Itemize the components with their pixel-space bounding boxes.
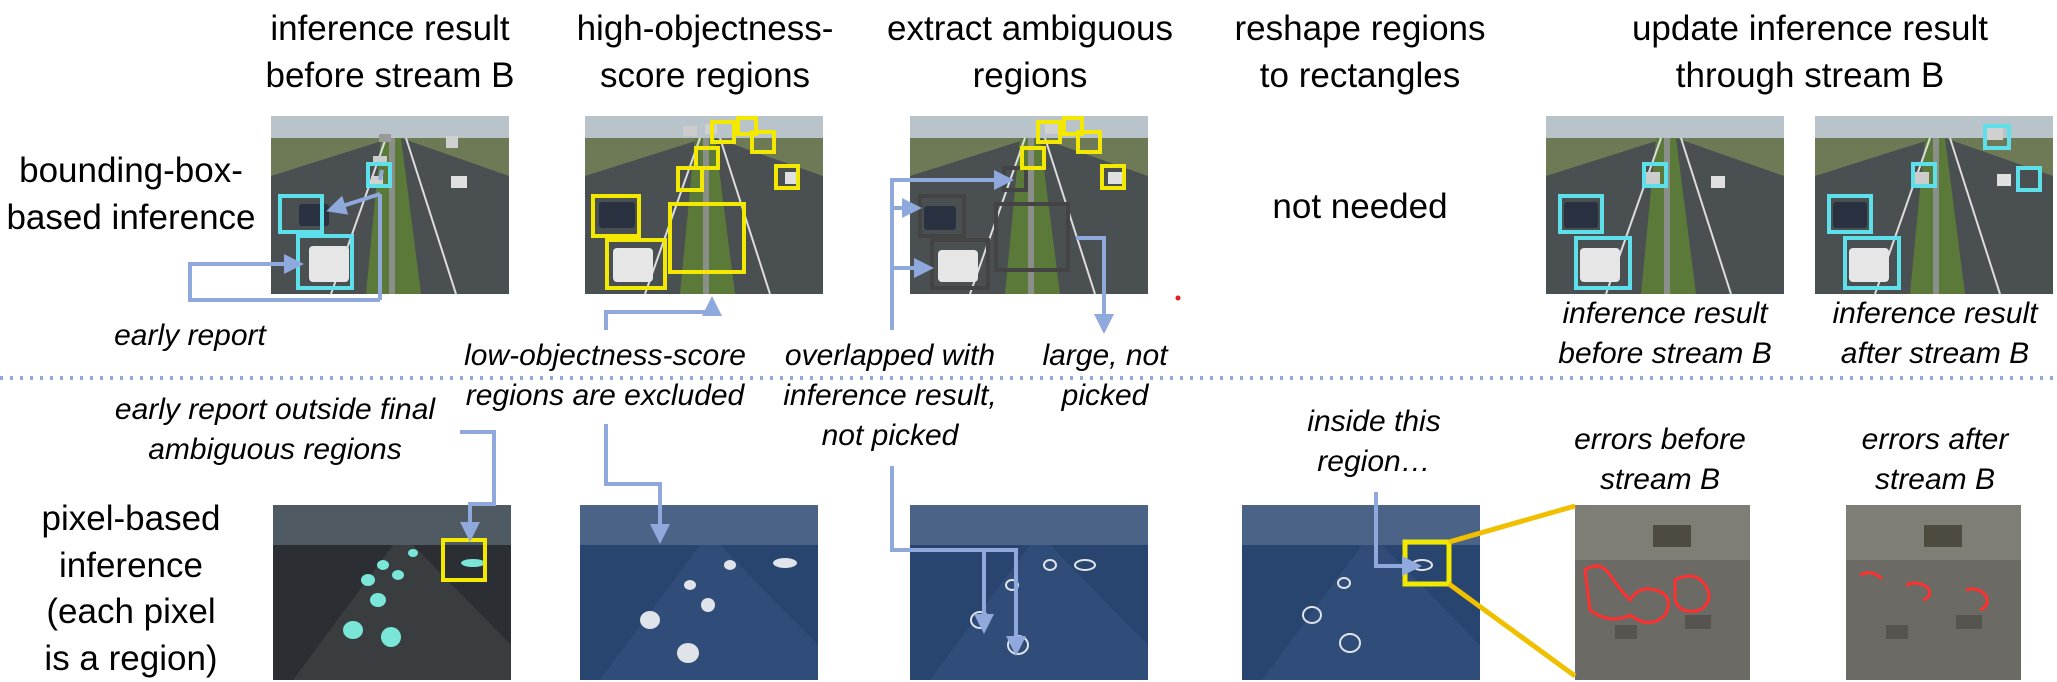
red-dot <box>1175 295 1181 301</box>
yellow-box <box>1076 130 1102 154</box>
inside-region-arrow <box>1374 492 1422 576</box>
overlapped-arrow <box>890 170 1014 330</box>
yellow-box <box>1100 164 1126 190</box>
cyan-box <box>2016 166 2042 192</box>
zoom-errors-after <box>1846 505 2021 680</box>
early-report-arrow <box>378 169 384 181</box>
cyan-box <box>1911 162 1937 188</box>
yellow-box <box>774 164 800 190</box>
road-photo-before-b <box>1546 116 1784 294</box>
caption-low-objectness: low-objectness-score regions are exclude… <box>464 339 746 412</box>
zoom-errors-before <box>1575 505 1750 680</box>
caption-early-outside: early report outside final ambiguous reg… <box>114 393 436 466</box>
cyan-box <box>1574 236 1632 290</box>
cyan-box <box>296 234 354 290</box>
caption-early-report: early report <box>114 319 266 352</box>
yellow-box <box>1402 539 1452 587</box>
yellow-box <box>750 130 776 154</box>
low-objectness-arrow-bottom <box>604 424 670 544</box>
header-update-inference: update inference result through stream B <box>1631 9 1989 95</box>
low-objectness-arrow <box>604 296 722 330</box>
cyan-box <box>1983 124 2011 150</box>
seg-photo-high-objectness <box>580 505 818 680</box>
header-extract-ambiguous: extract ambiguous regions <box>887 9 1173 95</box>
excluded-box <box>994 202 1070 272</box>
yellow-box <box>676 166 704 192</box>
caption-before-b: inference result before stream B <box>1558 297 1772 370</box>
yellow-box <box>710 120 736 144</box>
early-report-arrow <box>188 194 382 302</box>
caption-overlapped: overlapped with inference result, not pi… <box>783 339 997 452</box>
cyan-box <box>366 162 392 188</box>
cyan-box <box>1827 194 1873 234</box>
row-label-pixel-based: pixel-based inference (each pixel is a r… <box>41 499 221 678</box>
yellow-box <box>668 202 746 274</box>
yellow-box <box>591 194 641 238</box>
road-photo-after-b <box>1815 116 2053 294</box>
early-outside-arrow <box>460 430 496 542</box>
excluded-box <box>930 238 990 290</box>
overlapped-arrow-bottom <box>980 548 1026 656</box>
yellow-box <box>1036 120 1062 144</box>
zoom-connector <box>1448 503 1576 545</box>
cyan-box <box>278 194 324 234</box>
header-high-objectness: high-objectness- score regions <box>576 9 834 95</box>
excluded-box <box>918 194 966 238</box>
yellow-box <box>1062 116 1084 136</box>
caption-large-not-picked: large, not picked <box>1042 339 1168 412</box>
overlapped-arrow-bottom <box>890 466 994 634</box>
yellow-box <box>736 116 758 136</box>
caption-after-b: inference result after stream B <box>1832 297 2038 370</box>
yellow-box <box>441 538 487 582</box>
header-reshape-regions: reshape regions to rectangles <box>1234 9 1486 95</box>
yellow-box <box>694 146 720 170</box>
not-needed-label: not needed <box>1272 187 1448 226</box>
caption-errors-before: errors before stream B <box>1574 423 1746 496</box>
yellow-box <box>605 238 667 290</box>
early-report-arrow <box>326 192 381 215</box>
yellow-box <box>1020 146 1046 170</box>
seg-photo-extract <box>910 505 1148 680</box>
large-not-picked-arrow <box>1076 236 1114 334</box>
cyan-box <box>1843 236 1901 290</box>
seg-photo-reshape <box>1242 505 1480 680</box>
row-label-bounding-box: bounding-box- based inference <box>6 151 256 237</box>
header-inference-result-before: inference result before stream B <box>265 9 515 95</box>
caption-inside-region: inside this region… <box>1307 405 1441 478</box>
zoom-connector <box>1447 581 1577 679</box>
caption-errors-after: errors after stream B <box>1861 423 2009 496</box>
cyan-box <box>1642 162 1668 188</box>
cyan-box <box>1558 194 1604 234</box>
